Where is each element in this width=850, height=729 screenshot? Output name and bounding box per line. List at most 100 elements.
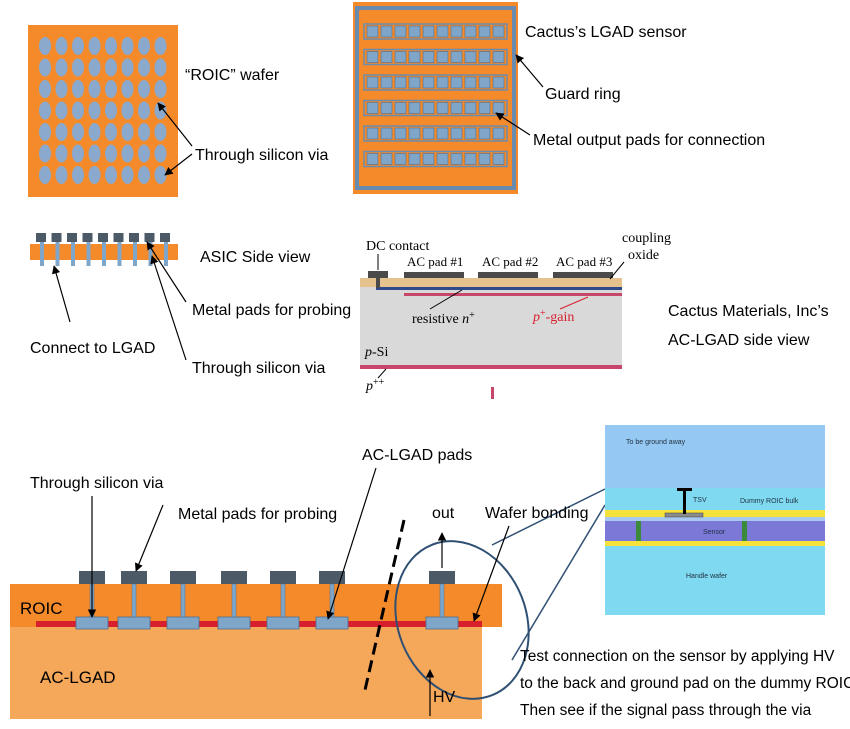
label-test-1: Test connection on the sensor by applyin… [520, 648, 835, 665]
asic-via [40, 240, 44, 266]
tsv-dot [55, 80, 68, 98]
inset-green-2 [742, 521, 747, 541]
leader-p-gain [559, 296, 589, 310]
tsv-dot [39, 123, 51, 141]
tsv-dot [138, 123, 150, 141]
sensor-pad [492, 76, 505, 89]
sensor-pad [422, 25, 435, 38]
ac-lgad-pad [117, 616, 151, 630]
cut-line [363, 519, 406, 691]
tsv-dot [39, 101, 51, 120]
tsv-dot [138, 101, 150, 120]
label-resistive-plus: + [469, 310, 475, 321]
asic-via [164, 240, 168, 266]
label-roic: ROIC [20, 599, 63, 618]
leader-resistive [429, 289, 463, 310]
tsv-dot [39, 166, 51, 184]
leader-p-plus-plus [377, 368, 387, 379]
red-tick-mark [491, 387, 494, 399]
sensor-pad [436, 127, 449, 140]
sensor-pad [408, 25, 421, 38]
sensor-pad [380, 51, 393, 63]
sensor-pad [436, 102, 449, 114]
sensor-row-outline [363, 48, 508, 66]
tsv-dot [88, 101, 101, 120]
sensor-row-outline [363, 23, 508, 40]
dc-contact-pad [368, 271, 388, 278]
sensor-row-outline [363, 99, 508, 117]
coupling-oxide-layer [360, 278, 622, 287]
sensor-pad [464, 25, 477, 38]
asic-vias [40, 240, 168, 266]
roic-wafer [28, 25, 178, 197]
bottom-vias [75, 571, 459, 630]
label-asic-side: ASIC Side view [200, 249, 311, 266]
tsv-dot [39, 80, 51, 98]
tsv-dot [39, 37, 51, 55]
tsv-dot [88, 80, 101, 98]
tsv-dot [121, 80, 134, 98]
sensor-pad [436, 25, 449, 38]
asic-pad [82, 233, 93, 242]
sensor-pad [422, 51, 435, 63]
inset-sensor [605, 521, 825, 541]
label-connect-lgad: Connect to LGAD [30, 340, 155, 357]
roic-via [180, 583, 186, 619]
arrow-connect-lgad [52, 265, 71, 323]
guard-ring [355, 6, 516, 190]
label-ppp-sup: ++ [373, 377, 385, 388]
sensor-pad [478, 127, 491, 140]
sensor-pad [366, 76, 379, 89]
lgad-sensor [353, 2, 518, 194]
tsv-dot [88, 144, 101, 163]
sensor-row-outline [363, 74, 508, 91]
zoom-line-top [491, 488, 606, 546]
tsv-dot [55, 58, 68, 77]
label-p-gain-suffix: -gain [546, 310, 575, 325]
label-p-si: p-Si [364, 345, 388, 360]
tsv-dot [39, 144, 51, 163]
arrow-acl-pads [326, 467, 377, 620]
tsv-dot [88, 37, 101, 55]
tsv-dot [88, 58, 101, 77]
p-plus-plus-layer [360, 365, 622, 369]
label-p-gain-plus: + [540, 308, 546, 319]
tsv-dot [105, 144, 117, 163]
sensor-pad [394, 76, 407, 89]
label-tsv-mid: Through silicon via [192, 360, 326, 377]
tsv-dot [121, 37, 134, 55]
sensor-pad [366, 153, 379, 165]
tsv-dot [121, 123, 134, 141]
asic-pad [144, 233, 155, 242]
inset-handle [605, 546, 825, 615]
sensor-pad [450, 76, 463, 89]
sensor-pad [408, 153, 421, 165]
label-p-si-p: p [364, 345, 372, 360]
tsv-dot [121, 166, 134, 184]
sensor-pad [478, 153, 491, 165]
label-ground-away: To be ground away [626, 439, 686, 446]
tsv-dot [138, 80, 150, 98]
arrow-metal-probe-mid [146, 241, 187, 303]
label-ac-pad-2: AC pad #2 [482, 254, 538, 269]
sensor-pad [394, 127, 407, 140]
label-p-gain: p+-gain [532, 308, 574, 326]
tsv-dot [55, 144, 68, 163]
ac-pad-1 [404, 272, 464, 278]
ac-lgad-pad [315, 616, 349, 630]
asic-via [148, 240, 153, 266]
tsv-dot [72, 80, 84, 98]
p-gain-layer [404, 293, 622, 296]
roic-top-pad [170, 571, 196, 584]
sensor-pad [436, 153, 449, 165]
tsv-dot [39, 58, 51, 77]
asic-via [55, 240, 60, 266]
asic-via [133, 240, 137, 266]
sensor-row-outline [363, 125, 508, 142]
tsv-dot [55, 101, 68, 120]
label-coupling: coupling [622, 231, 671, 246]
sensor-pad [408, 102, 421, 114]
tsv-dot [154, 37, 167, 55]
sensor-pad [450, 102, 463, 114]
